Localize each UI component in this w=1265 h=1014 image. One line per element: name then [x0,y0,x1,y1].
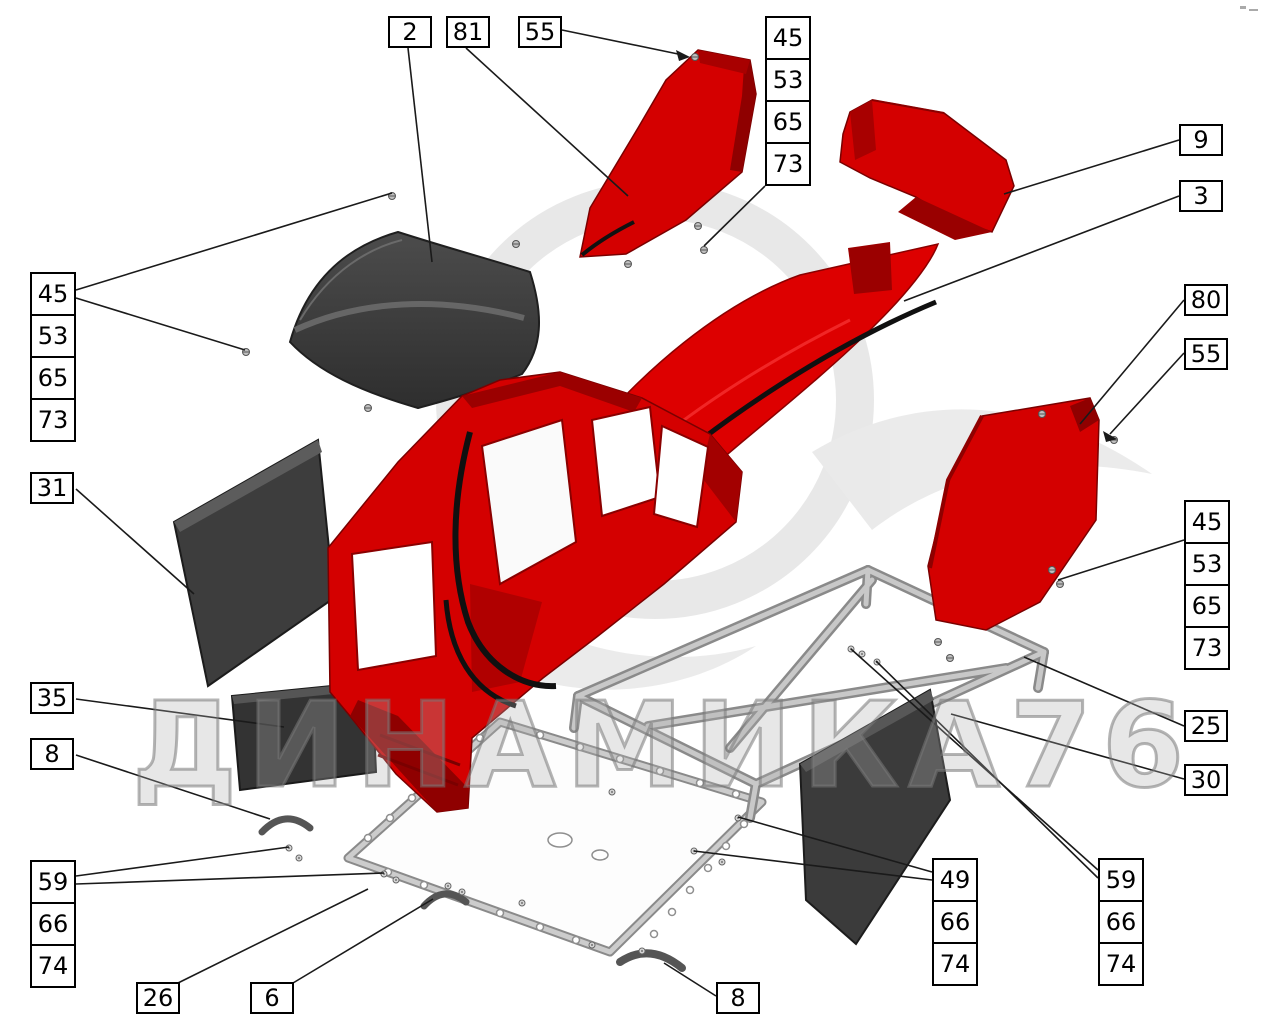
callout-8-left[interactable]: 8 [30,738,74,770]
leader-lines [75,29,1185,997]
callout-25[interactable]: 25 [1184,710,1228,742]
callout-stack-left: 45 53 65 73 [30,272,76,442]
callout-stack-49: 49 66 74 [932,858,978,986]
callout-3[interactable]: 3 [1179,180,1223,212]
callout-66-bottom-left[interactable]: 66 [30,902,76,946]
callout-stack-bottom-left: 59 66 74 [30,860,76,988]
callout-59-bottom-left[interactable]: 59 [30,860,76,904]
corner-mark [1240,6,1258,11]
handle-8-bottom [616,949,686,972]
callout-66-right[interactable]: 66 [1098,900,1144,944]
callout-80[interactable]: 80 [1184,284,1228,316]
callout-35[interactable]: 35 [30,682,74,714]
callout-81[interactable]: 81 [446,16,490,48]
callout-stack-right: 45 53 65 73 [1184,500,1230,670]
callout-74-right[interactable]: 74 [1098,942,1144,986]
callout-31[interactable]: 31 [30,472,74,504]
callout-65-top-right[interactable]: 65 [765,100,811,144]
callout-53-right[interactable]: 53 [1184,542,1230,586]
callout-45-left[interactable]: 45 [30,272,76,316]
red-side-panel-80 [927,397,1100,631]
callout-66-49[interactable]: 66 [932,900,978,944]
callout-53-top-right[interactable]: 53 [765,58,811,102]
insulation-panel-31 [172,438,336,688]
callout-49[interactable]: 49 [932,858,978,902]
callout-8-bottom[interactable]: 8 [716,982,760,1014]
door-opening [480,418,578,586]
callout-45-top-right[interactable]: 45 [765,16,811,60]
red-side-panel-81 [579,49,757,258]
callout-stack-59-right: 59 66 74 [1098,858,1144,986]
callout-55-right[interactable]: 55 [1184,338,1228,370]
callout-65-right[interactable]: 65 [1184,584,1230,628]
callout-65-left[interactable]: 65 [30,356,76,400]
arrowhead-55-right [1103,431,1117,442]
callout-55-top[interactable]: 55 [518,16,562,48]
callout-73-top-right[interactable]: 73 [765,142,811,186]
insulation-panel-2 [288,230,540,410]
front-window-opening [590,405,662,518]
front-window-opening-2 [652,424,710,529]
callout-26[interactable]: 26 [136,982,180,1014]
callout-73-left[interactable]: 73 [30,398,76,442]
callout-6[interactable]: 6 [250,982,294,1014]
callout-stack-top-right: 45 53 65 73 [765,16,811,186]
callout-53-left[interactable]: 53 [30,314,76,358]
callout-9[interactable]: 9 [1179,124,1223,156]
cab-shell [327,371,743,813]
arrowhead-55-top [676,50,690,61]
callout-74-bottom-left[interactable]: 74 [30,944,76,988]
callout-30[interactable]: 30 [1184,764,1228,796]
callout-45-right[interactable]: 45 [1184,500,1230,544]
callout-73-right[interactable]: 73 [1184,626,1230,670]
rear-window-opening [350,540,438,672]
callout-59-right[interactable]: 59 [1098,858,1144,902]
insulation-panel-30 [798,688,952,946]
handle-8-left [258,815,314,836]
callout-2[interactable]: 2 [388,16,432,48]
callout-74-49[interactable]: 74 [932,942,978,986]
red-bracket-9 [839,99,1015,240]
door-seal [452,431,557,690]
